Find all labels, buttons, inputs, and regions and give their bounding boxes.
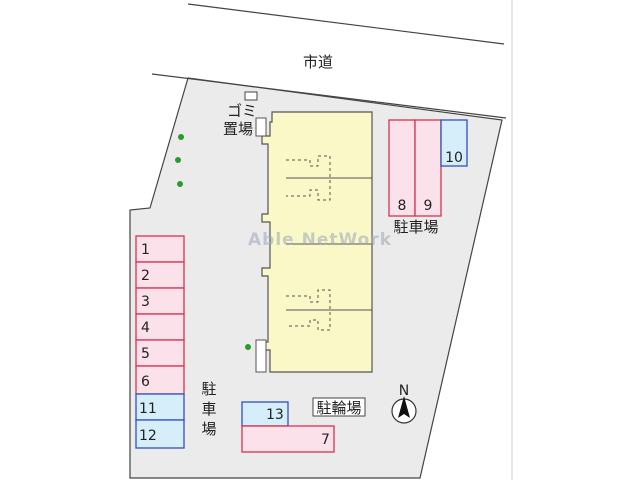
compass-icon	[391, 396, 417, 424]
road-edge-line	[187, 3, 505, 45]
parking-slot-12	[135, 419, 185, 449]
parking-slot-3	[135, 287, 185, 315]
balcony-notch	[255, 339, 267, 373]
slot-label-13: 13	[266, 407, 284, 423]
slot-label-3: 3	[141, 294, 150, 310]
parking-left-label-char-2: 車	[201, 400, 216, 418]
slot-label-1: 1	[141, 242, 150, 258]
slot-label-6: 6	[141, 374, 150, 390]
compass-north-label: N	[399, 383, 409, 399]
slot-label-8: 8	[398, 198, 407, 214]
slot-label-10: 10	[445, 150, 463, 166]
garbage-box-icon	[244, 91, 258, 101]
slot-label-2: 2	[141, 268, 150, 284]
parking-slot-2	[135, 261, 185, 289]
building	[255, 111, 373, 373]
slot-label-9: 9	[424, 198, 433, 214]
bicycle-parking-box	[312, 397, 366, 417]
road-edge-line-2	[151, 73, 507, 119]
slot-label-12: 12	[139, 428, 157, 444]
parking-slot-6	[135, 365, 185, 395]
slot-label-11: 11	[139, 401, 157, 417]
tree-icon	[178, 134, 184, 140]
watermark: Able NetWork	[248, 230, 392, 250]
tree-icon	[177, 181, 183, 187]
tree-icon	[245, 344, 251, 350]
slot-label-5: 5	[141, 346, 150, 362]
road-label: 市道	[303, 53, 333, 71]
balcony-notch	[255, 117, 267, 137]
parking-slot-7	[241, 425, 335, 453]
parking-slot-13	[241, 401, 289, 427]
parking-right-label: 駐車場	[393, 218, 438, 236]
stair-dashes	[286, 155, 331, 201]
slot-label-7: 7	[321, 432, 330, 448]
parking-slot-5	[135, 339, 185, 367]
parking-slot-9	[414, 119, 442, 217]
stair-dashes	[286, 289, 331, 331]
parking-slot-1	[135, 235, 185, 263]
garbage-label-bottom: 置場	[223, 120, 253, 138]
slot-label-4: 4	[141, 320, 150, 336]
parking-left-label-char-1: 駐	[201, 380, 216, 398]
parking-left-label-char-3: 場	[201, 420, 216, 438]
parking-slot-8	[388, 119, 416, 217]
garbage-label-top: ゴミ	[227, 102, 257, 120]
tree-icon	[175, 157, 181, 163]
parking-slot-10	[440, 119, 468, 167]
bicycle-parking-label: 駐輪場	[316, 399, 361, 417]
